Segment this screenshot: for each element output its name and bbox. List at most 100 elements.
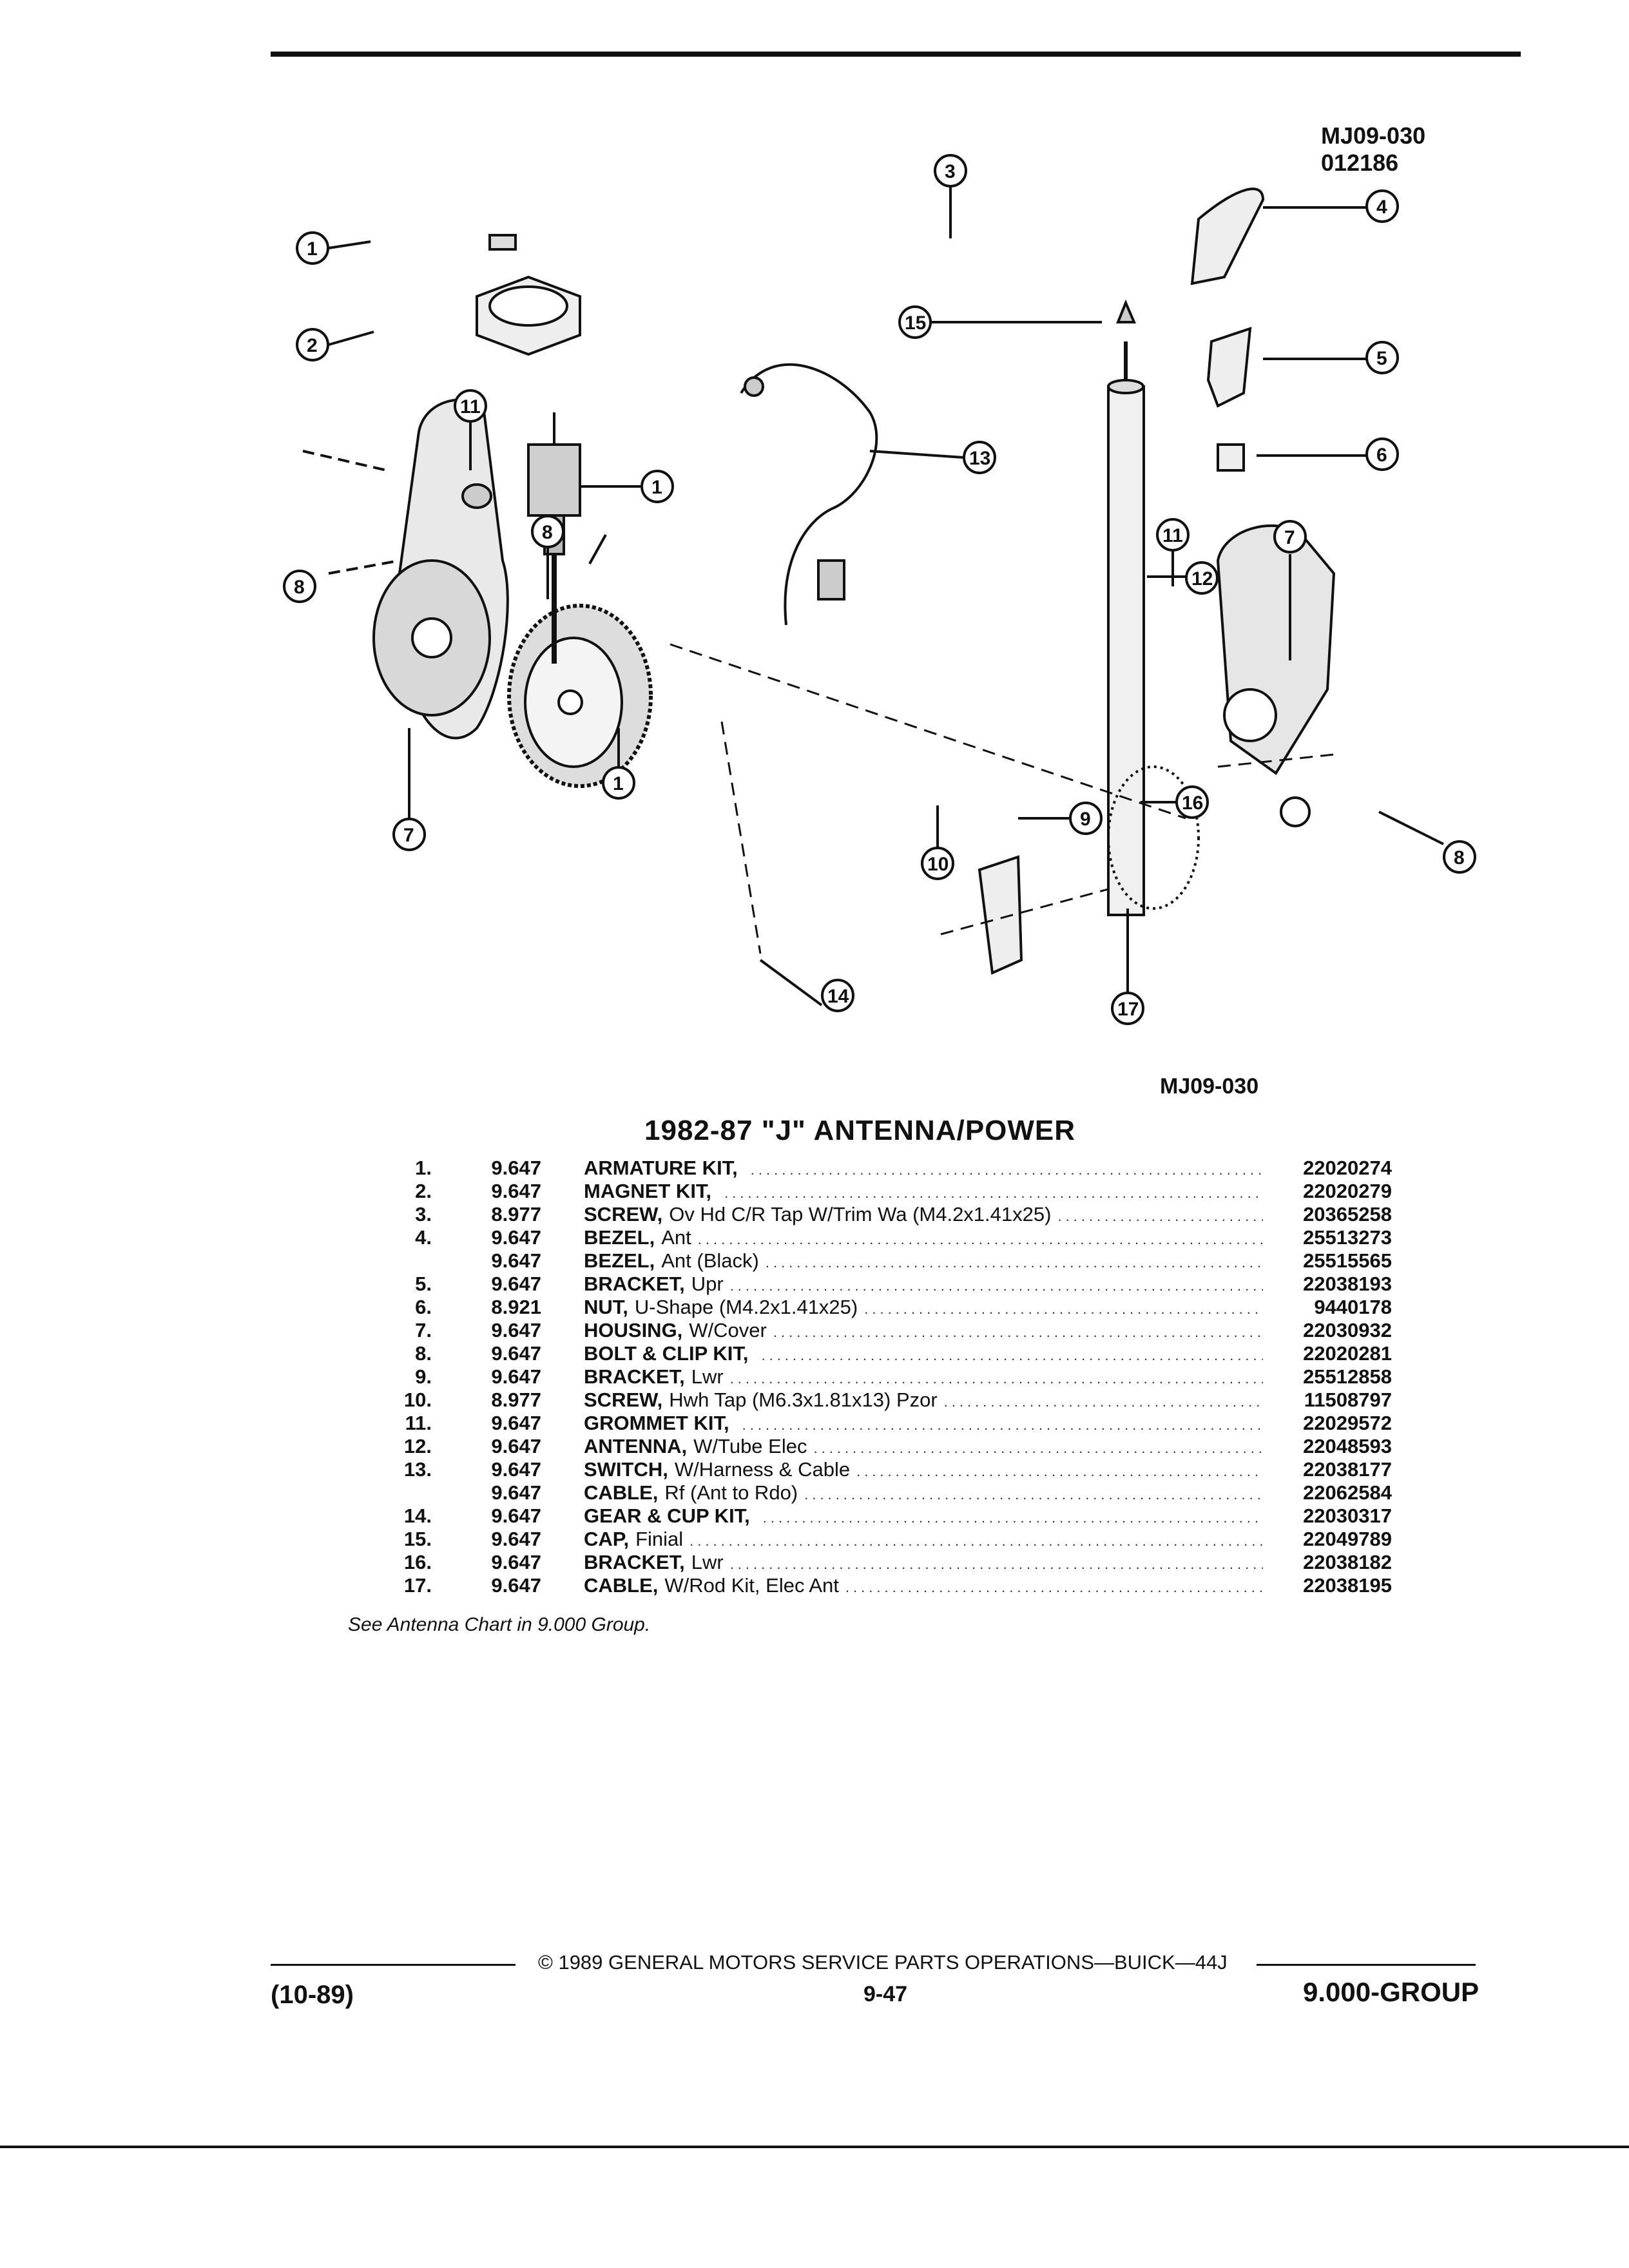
part-description: HOUSING,W/Cover.........................… bbox=[541, 1319, 1269, 1344]
part-name: CABLE, bbox=[584, 1481, 659, 1504]
group-number: 9.647 bbox=[491, 1342, 541, 1365]
footnote: See Antenna Chart in 9.000 Group. bbox=[348, 1614, 651, 1635]
svg-text:4: 4 bbox=[1376, 197, 1387, 218]
section-title: 1982-87 "J" ANTENNA/POWER bbox=[644, 1115, 1076, 1146]
leader-dots: ........................................… bbox=[689, 1533, 1263, 1549]
part-description: MAGNET KIT,.............................… bbox=[541, 1180, 1269, 1205]
part-number: 25515565 bbox=[1303, 1249, 1392, 1272]
item-number: 13. bbox=[403, 1458, 432, 1481]
svg-text:2: 2 bbox=[307, 335, 318, 356]
item-number: 1. bbox=[415, 1157, 432, 1179]
part-name: SWITCH, bbox=[584, 1458, 668, 1481]
brush-drawing bbox=[488, 234, 517, 251]
item-number: 6. bbox=[415, 1296, 432, 1318]
part-name: BRACKET, bbox=[584, 1273, 685, 1295]
leader-dots: ........................................… bbox=[729, 1278, 1263, 1294]
part-description: BRACKET, Lwr.............................… bbox=[541, 1551, 1269, 1576]
part-name: ANTENNA, bbox=[584, 1435, 688, 1457]
part-description: CABLE,W/Rod Kit, Elec Ant...............… bbox=[541, 1574, 1269, 1599]
footer-date: (10-89) bbox=[271, 1981, 354, 2009]
assembly-lines bbox=[670, 643, 1341, 954]
part-name: GROMMET KIT, bbox=[584, 1412, 729, 1434]
part-spec: Finial bbox=[635, 1528, 684, 1550]
part-description: SWITCH,W/Harness & Cable................… bbox=[541, 1458, 1269, 1483]
item-number: 14. bbox=[403, 1504, 432, 1527]
part-number: 22030932 bbox=[1303, 1319, 1392, 1341]
leader-dots: ........................................… bbox=[773, 1324, 1263, 1340]
svg-text:15: 15 bbox=[905, 312, 926, 334]
part-description: BEZEL,Ant (Black).......................… bbox=[541, 1249, 1269, 1274]
part-number: 11508797 bbox=[1304, 1389, 1392, 1411]
svg-text:8: 8 bbox=[542, 522, 553, 543]
group-number: 9.647 bbox=[491, 1528, 541, 1550]
part-description: SCREW,Hwh Tap (M6.3x1.81x13) Pzor.......… bbox=[541, 1389, 1269, 1414]
part-spec: Rf (Ant to Rdo) bbox=[664, 1481, 798, 1504]
svg-text:14: 14 bbox=[827, 986, 849, 1007]
figure-code-block: MJ09-030 012186 bbox=[1321, 122, 1425, 177]
leader-dots: ........................................… bbox=[813, 1440, 1263, 1456]
right-housing-drawing bbox=[1216, 524, 1336, 827]
footer-group: 9.000-GROUP bbox=[1303, 1977, 1480, 2007]
svg-text:1: 1 bbox=[651, 477, 662, 498]
part-name: GEAR & CUP KIT, bbox=[584, 1504, 750, 1527]
item-number: 16. bbox=[403, 1551, 432, 1573]
part-spec: Ov Hd C/R Tap W/Trim Wa (M4.2x1.41x25) bbox=[669, 1203, 1052, 1225]
part-description: BEZEL,Ant...............................… bbox=[541, 1226, 1269, 1251]
part-number: 22020281 bbox=[1303, 1342, 1392, 1365]
item-number: 17. bbox=[403, 1574, 432, 1597]
figure-code-bottom: MJ09-030 bbox=[1160, 1074, 1259, 1099]
footer-copyright: © 1989 GENERAL MOTORS SERVICE PARTS OPER… bbox=[538, 1951, 1228, 1974]
group-number: 9.647 bbox=[491, 1157, 541, 1179]
part-spec: Hwh Tap (M6.3x1.81x13) Pzor bbox=[669, 1389, 938, 1411]
part-spec: Upr bbox=[691, 1273, 724, 1295]
group-number: 9.647 bbox=[491, 1319, 541, 1341]
part-name: BRACKET, bbox=[584, 1551, 685, 1573]
part-name: BEZEL, bbox=[584, 1226, 655, 1249]
part-description: BOLT & CLIP KIT,........................… bbox=[541, 1342, 1269, 1367]
item-number: 12. bbox=[403, 1435, 432, 1457]
cable-ring-drawing bbox=[1107, 765, 1200, 910]
leader-dots: ........................................… bbox=[724, 1185, 1263, 1201]
part-name: SCREW, bbox=[584, 1203, 663, 1225]
svg-text:3: 3 bbox=[945, 161, 956, 182]
group-number: 9.647 bbox=[491, 1365, 541, 1388]
group-number: 9.647 bbox=[491, 1249, 541, 1272]
group-number: 9.647 bbox=[491, 1504, 541, 1527]
part-name: BRACKET, bbox=[584, 1365, 685, 1388]
leader-dots: ........................................… bbox=[864, 1301, 1263, 1317]
part-number: 22030317 bbox=[1303, 1504, 1392, 1527]
part-spec: U-Shape (M4.2x1.41x25) bbox=[634, 1296, 858, 1318]
leader-dots: ........................................… bbox=[729, 1556, 1263, 1572]
svg-text:5: 5 bbox=[1376, 348, 1387, 369]
leader-dots: ........................................… bbox=[742, 1417, 1263, 1433]
group-number: 9.647 bbox=[491, 1412, 541, 1434]
part-number: 20365258 bbox=[1303, 1203, 1392, 1225]
part-name: ARMATURE KIT, bbox=[584, 1157, 738, 1179]
item-number: 11. bbox=[405, 1412, 432, 1434]
part-number: 22020274 bbox=[1303, 1157, 1392, 1179]
group-number: 8.921 bbox=[491, 1296, 541, 1318]
part-description: GROMMET KIT,............................… bbox=[541, 1412, 1269, 1437]
harness-drawing bbox=[740, 363, 878, 626]
svg-text:1: 1 bbox=[613, 773, 624, 794]
part-spec: Lwr bbox=[691, 1551, 724, 1573]
group-number: 9.647 bbox=[491, 1180, 541, 1202]
part-description: ANTENNA,W/Tube Elec.....................… bbox=[541, 1435, 1269, 1460]
part-number: 22029572 bbox=[1303, 1412, 1392, 1434]
leader-dots: ........................................… bbox=[762, 1510, 1263, 1526]
svg-text:10: 10 bbox=[927, 854, 949, 875]
